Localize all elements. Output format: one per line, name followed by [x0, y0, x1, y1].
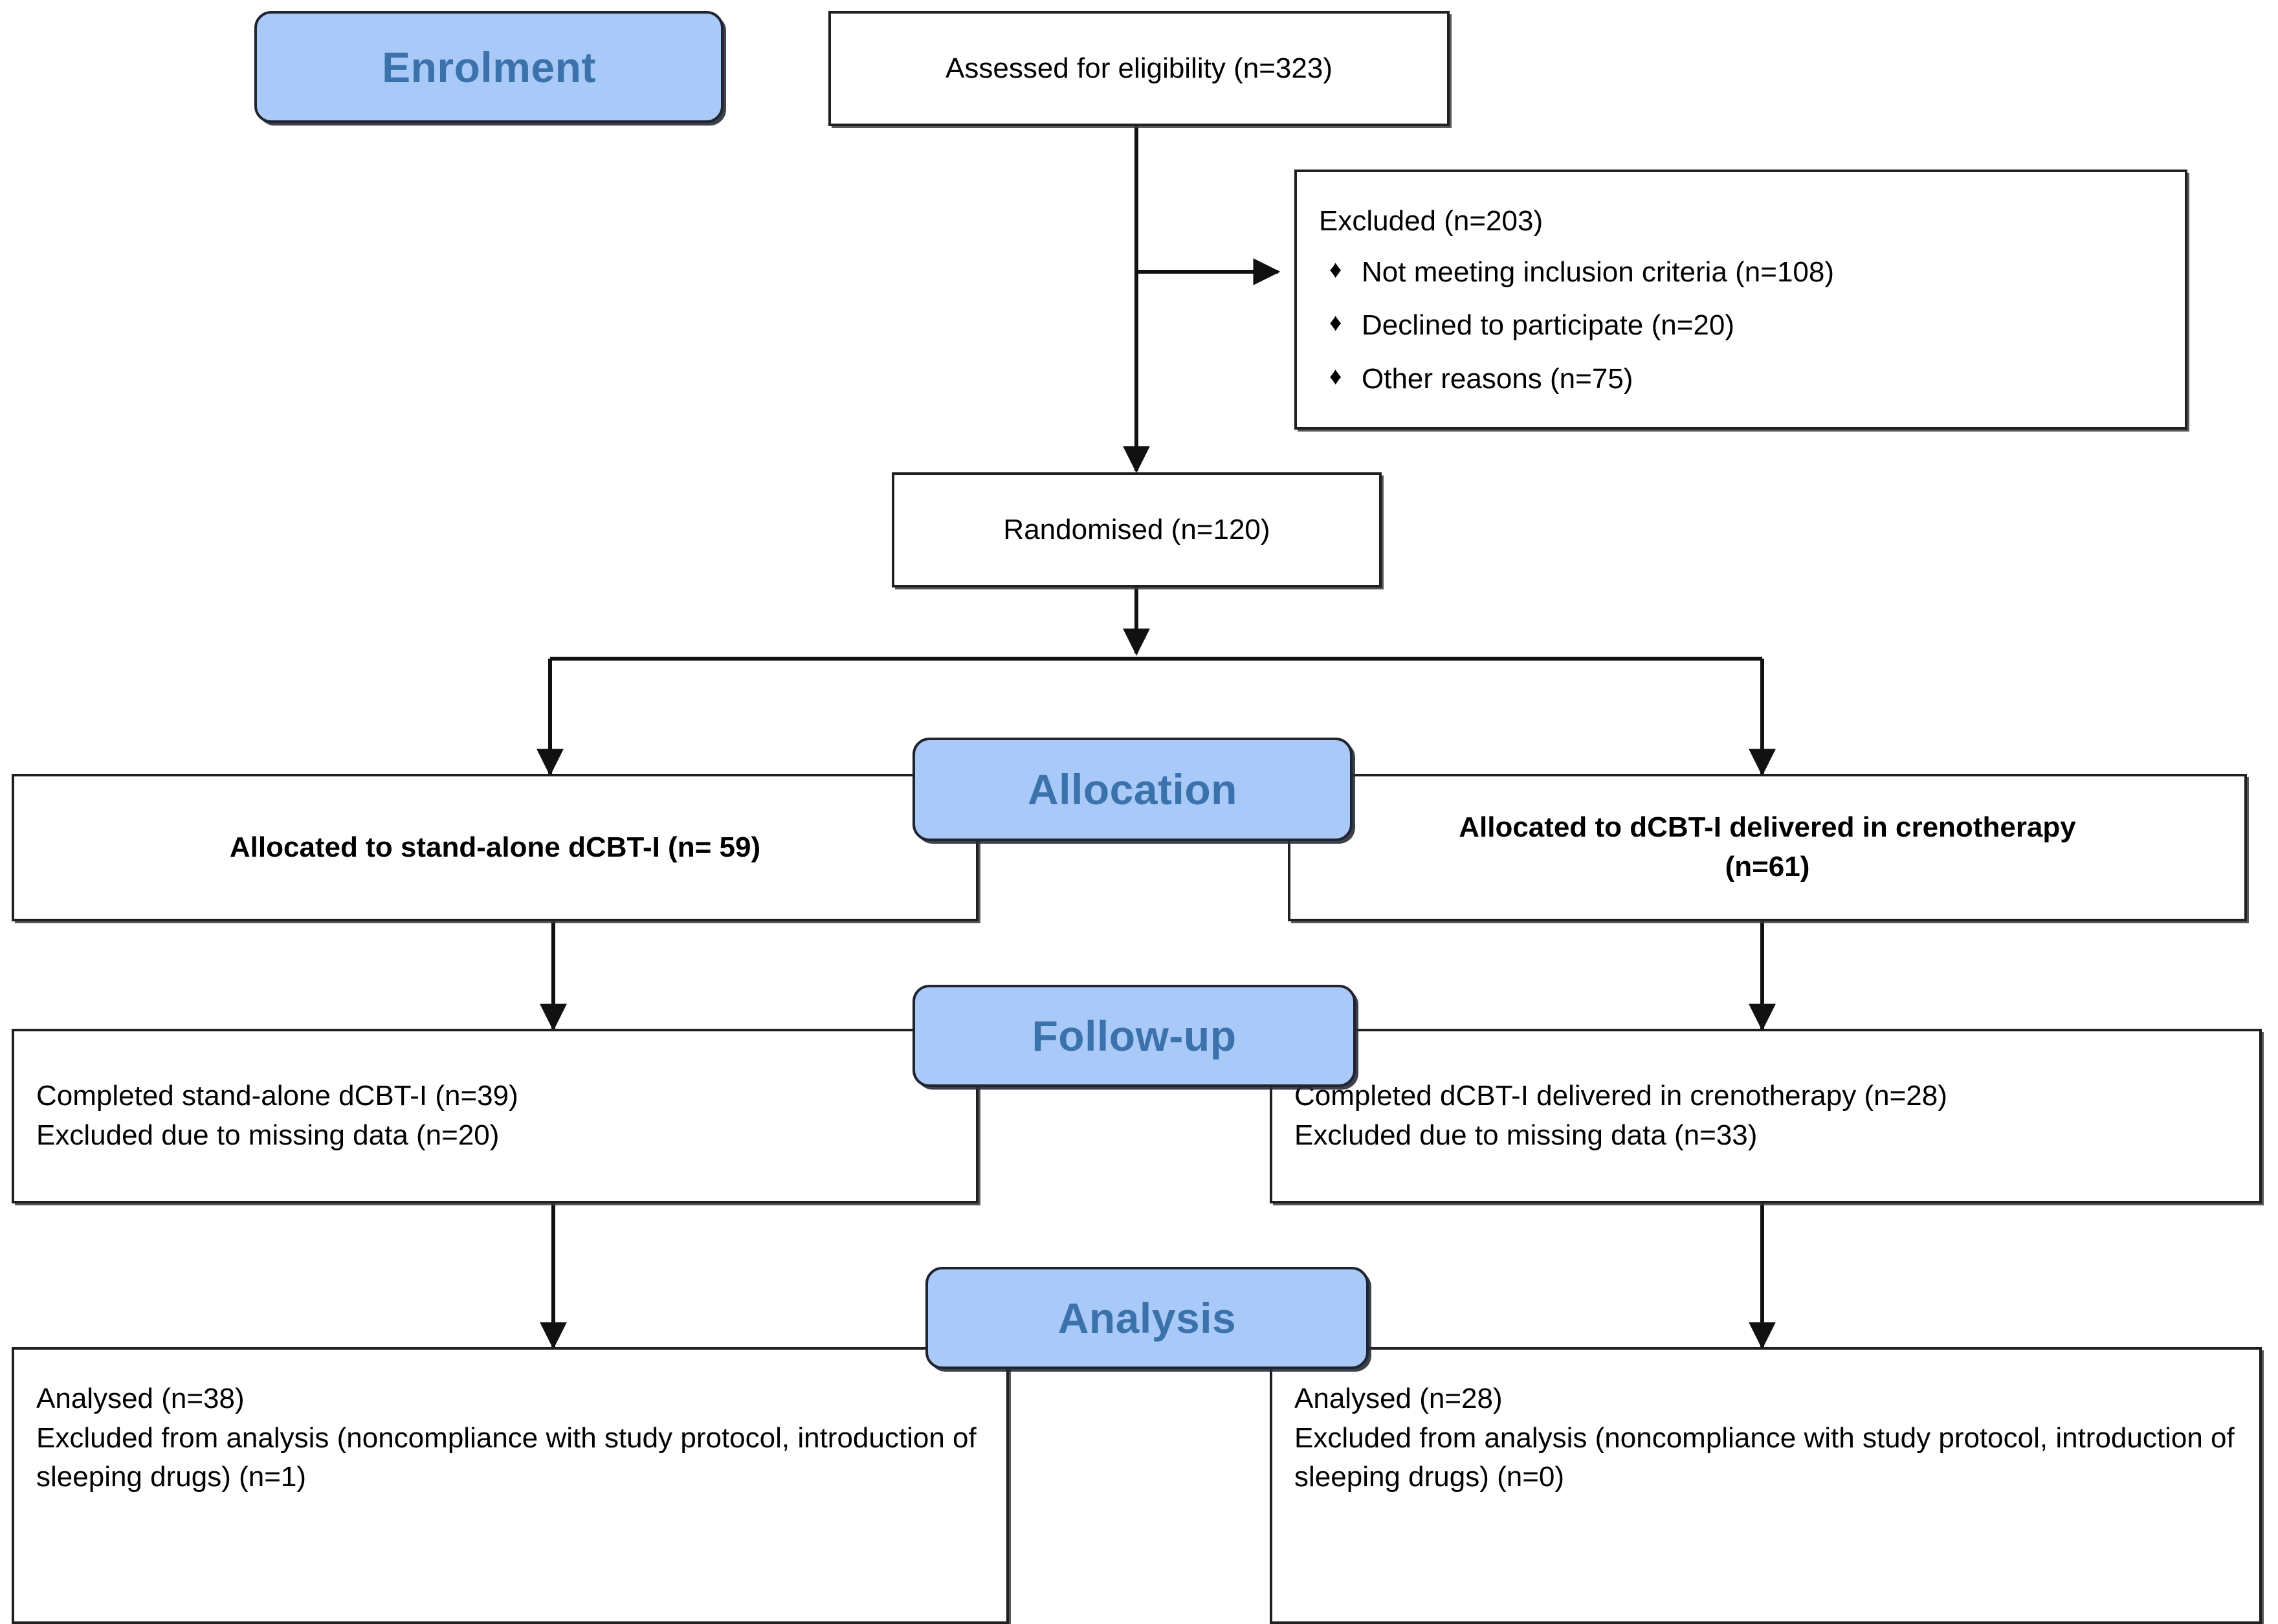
alloc-right-line1: Allocated to dCBT-I delivered in crenoth… [1459, 811, 2076, 844]
analysis-right-line1: Analysed (n=28) [1294, 1383, 1503, 1414]
node-allocated-crenotherapy: Allocated to dCBT-I delivered in crenoth… [1288, 774, 2247, 921]
excluded-reason-text: Not meeting inclusion criteria (n=108) [1362, 256, 1835, 288]
follow-left-line1: Completed stand-alone dCBT-I (n=39) [36, 1080, 518, 1112]
diamond-bullet-icon: ♦ [1329, 256, 1342, 283]
excluded-reason-list: ♦ Not meeting inclusion criteria (n=108)… [1319, 253, 2163, 399]
list-item: ♦ Other reasons (n=75) [1319, 360, 2163, 399]
excluded-body: Excluded (n=203) ♦ Not meeting inclusion… [1297, 172, 2185, 413]
randomised-text: Randomised (n=120) [1003, 513, 1270, 545]
follow-left-body: Completed stand-alone dCBT-I (n=39) Excl… [14, 1077, 976, 1155]
alloc-left-text: Allocated to stand-alone dCBT-I (n= 59) [229, 831, 761, 863]
follow-right-body: Completed dCBT-I delivered in crenothera… [1272, 1077, 2259, 1155]
diamond-bullet-icon: ♦ [1329, 309, 1342, 337]
list-item: ♦ Not meeting inclusion criteria (n=108) [1319, 253, 2163, 292]
analysis-left-body: Analysed (n=38) Excluded from analysis (… [14, 1350, 1006, 1497]
node-excluded: Excluded (n=203) ♦ Not meeting inclusion… [1294, 170, 2187, 430]
stage-pill-followup: Follow-up [912, 985, 1356, 1087]
analysis-left-line1: Analysed (n=38) [36, 1383, 245, 1414]
analysis-right-body: Analysed (n=28) Excluded from analysis (… [1272, 1350, 2259, 1497]
node-followup-crenotherapy: Completed dCBT-I delivered in crenothera… [1270, 1029, 2262, 1203]
follow-right-line1: Completed dCBT-I delivered in crenothera… [1294, 1080, 1947, 1112]
node-followup-stand-alone: Completed stand-alone dCBT-I (n=39) Excl… [12, 1029, 979, 1203]
excluded-reason-text: Declined to participate (n=20) [1362, 309, 1734, 342]
node-assessed-for-eligibility: Assessed for eligibility (n=323) [828, 11, 1450, 126]
node-analysis-stand-alone: Analysed (n=38) Excluded from analysis (… [12, 1347, 1009, 1624]
excluded-reason-text: Other reasons (n=75) [1362, 363, 1633, 395]
analysis-left-line2: Excluded from analysis (noncompliance wi… [36, 1421, 977, 1493]
diamond-bullet-icon: ♦ [1329, 363, 1342, 391]
node-allocated-stand-alone: Allocated to stand-alone dCBT-I (n= 59) [12, 774, 979, 921]
assessed-text: Assessed for eligibility (n=323) [945, 52, 1333, 84]
node-randomised: Randomised (n=120) [892, 472, 1382, 587]
alloc-right-line2: (n=61) [1725, 851, 1810, 883]
list-item: ♦ Declined to participate (n=20) [1319, 306, 2163, 346]
follow-right-line2: Excluded due to missing data (n=33) [1294, 1119, 1758, 1151]
follow-left-line2: Excluded due to missing data (n=20) [36, 1119, 500, 1151]
stage-pill-analysis: Analysis [925, 1267, 1369, 1369]
analysis-right-line2: Excluded from analysis (noncompliance wi… [1294, 1421, 2235, 1493]
stage-pill-allocation: Allocation [912, 738, 1353, 841]
excluded-heading: Excluded (n=203) [1319, 205, 1543, 237]
stage-pill-enrolment: Enrolment [254, 11, 724, 123]
alloc-right-body: Allocated to dCBT-I delivered in crenoth… [1437, 808, 2098, 886]
node-analysis-crenotherapy: Analysed (n=28) Excluded from analysis (… [1270, 1347, 2262, 1624]
